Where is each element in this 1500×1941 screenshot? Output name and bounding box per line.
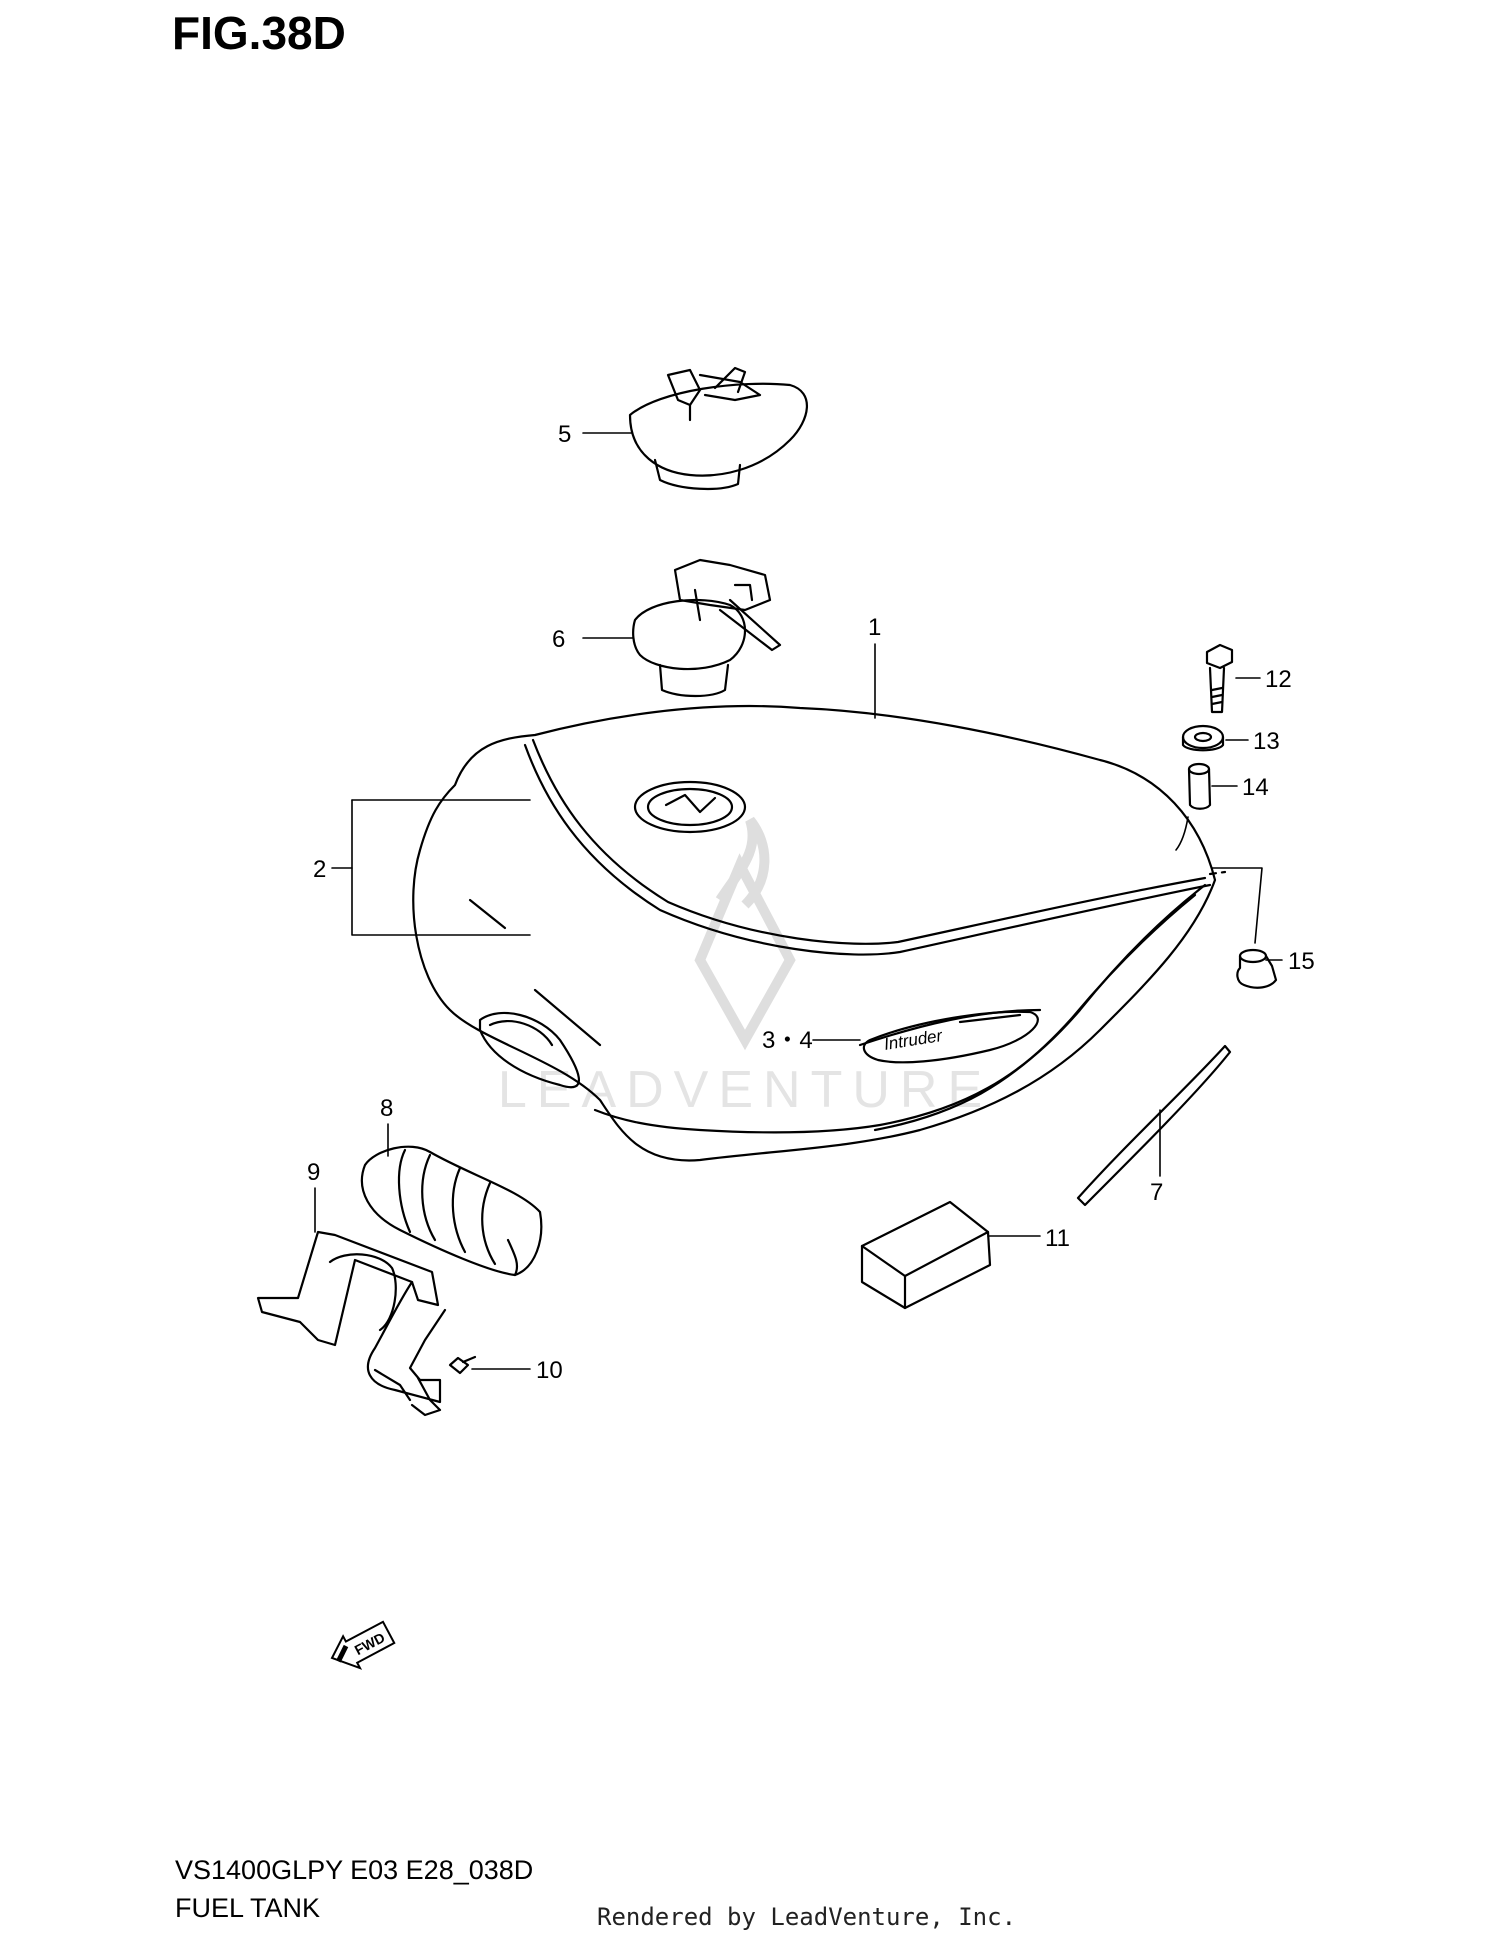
- rendered-by-footer: Rendered by LeadVenture, Inc.: [597, 1903, 1017, 1931]
- emblem-badge: [862, 1010, 1039, 1064]
- callout-5: 5: [558, 421, 571, 448]
- callout-10: 10: [536, 1357, 563, 1384]
- cap-6: [632, 558, 782, 698]
- callout-15: 15: [1288, 948, 1315, 975]
- callout-labels: 1 2 3・4 5 6 7 8 9 10 11 12 13 14 15: [307, 421, 1315, 1384]
- strip-7: [1076, 1044, 1232, 1207]
- callout-12: 12: [1265, 666, 1292, 693]
- screw-10: [448, 1355, 477, 1375]
- callout-1: 1: [868, 614, 881, 641]
- bolt-12: [1205, 643, 1234, 714]
- fuel-tank: [412, 704, 1217, 1162]
- bracket-9: [256, 1230, 447, 1417]
- collar-14: [1187, 762, 1212, 810]
- callout-8: 8: [380, 1095, 393, 1122]
- callout-6: 6: [552, 626, 565, 653]
- callout-14: 14: [1242, 774, 1269, 801]
- model-code: VS1400GLPY E03 E28_038D: [175, 1855, 534, 1885]
- cap-5: [628, 366, 808, 491]
- section-name: FUEL TANK: [175, 1893, 321, 1923]
- callout-2: 2: [313, 856, 326, 883]
- badge-script: Intruder: [883, 1026, 945, 1054]
- figure-title: FIG.38D: [172, 7, 346, 59]
- damper-15: [1236, 948, 1278, 989]
- callout-3-4: 3・4: [762, 1027, 813, 1054]
- fwd-arrow-icon: FWD: [330, 1620, 396, 1670]
- callout-7: 7: [1150, 1179, 1163, 1206]
- cushion-8: [360, 1145, 543, 1277]
- watermark-logo: [694, 816, 796, 1051]
- dashed-leader: [1208, 870, 1227, 876]
- callout-11: 11: [1045, 1225, 1070, 1252]
- callout-13: 13: [1253, 728, 1280, 755]
- callout-9: 9: [307, 1159, 320, 1186]
- foam-11: [860, 1200, 992, 1310]
- watermark-text: LEADVENTURE: [498, 1061, 992, 1119]
- washer-13: [1181, 724, 1225, 752]
- leader-lines: [314, 432, 1283, 1370]
